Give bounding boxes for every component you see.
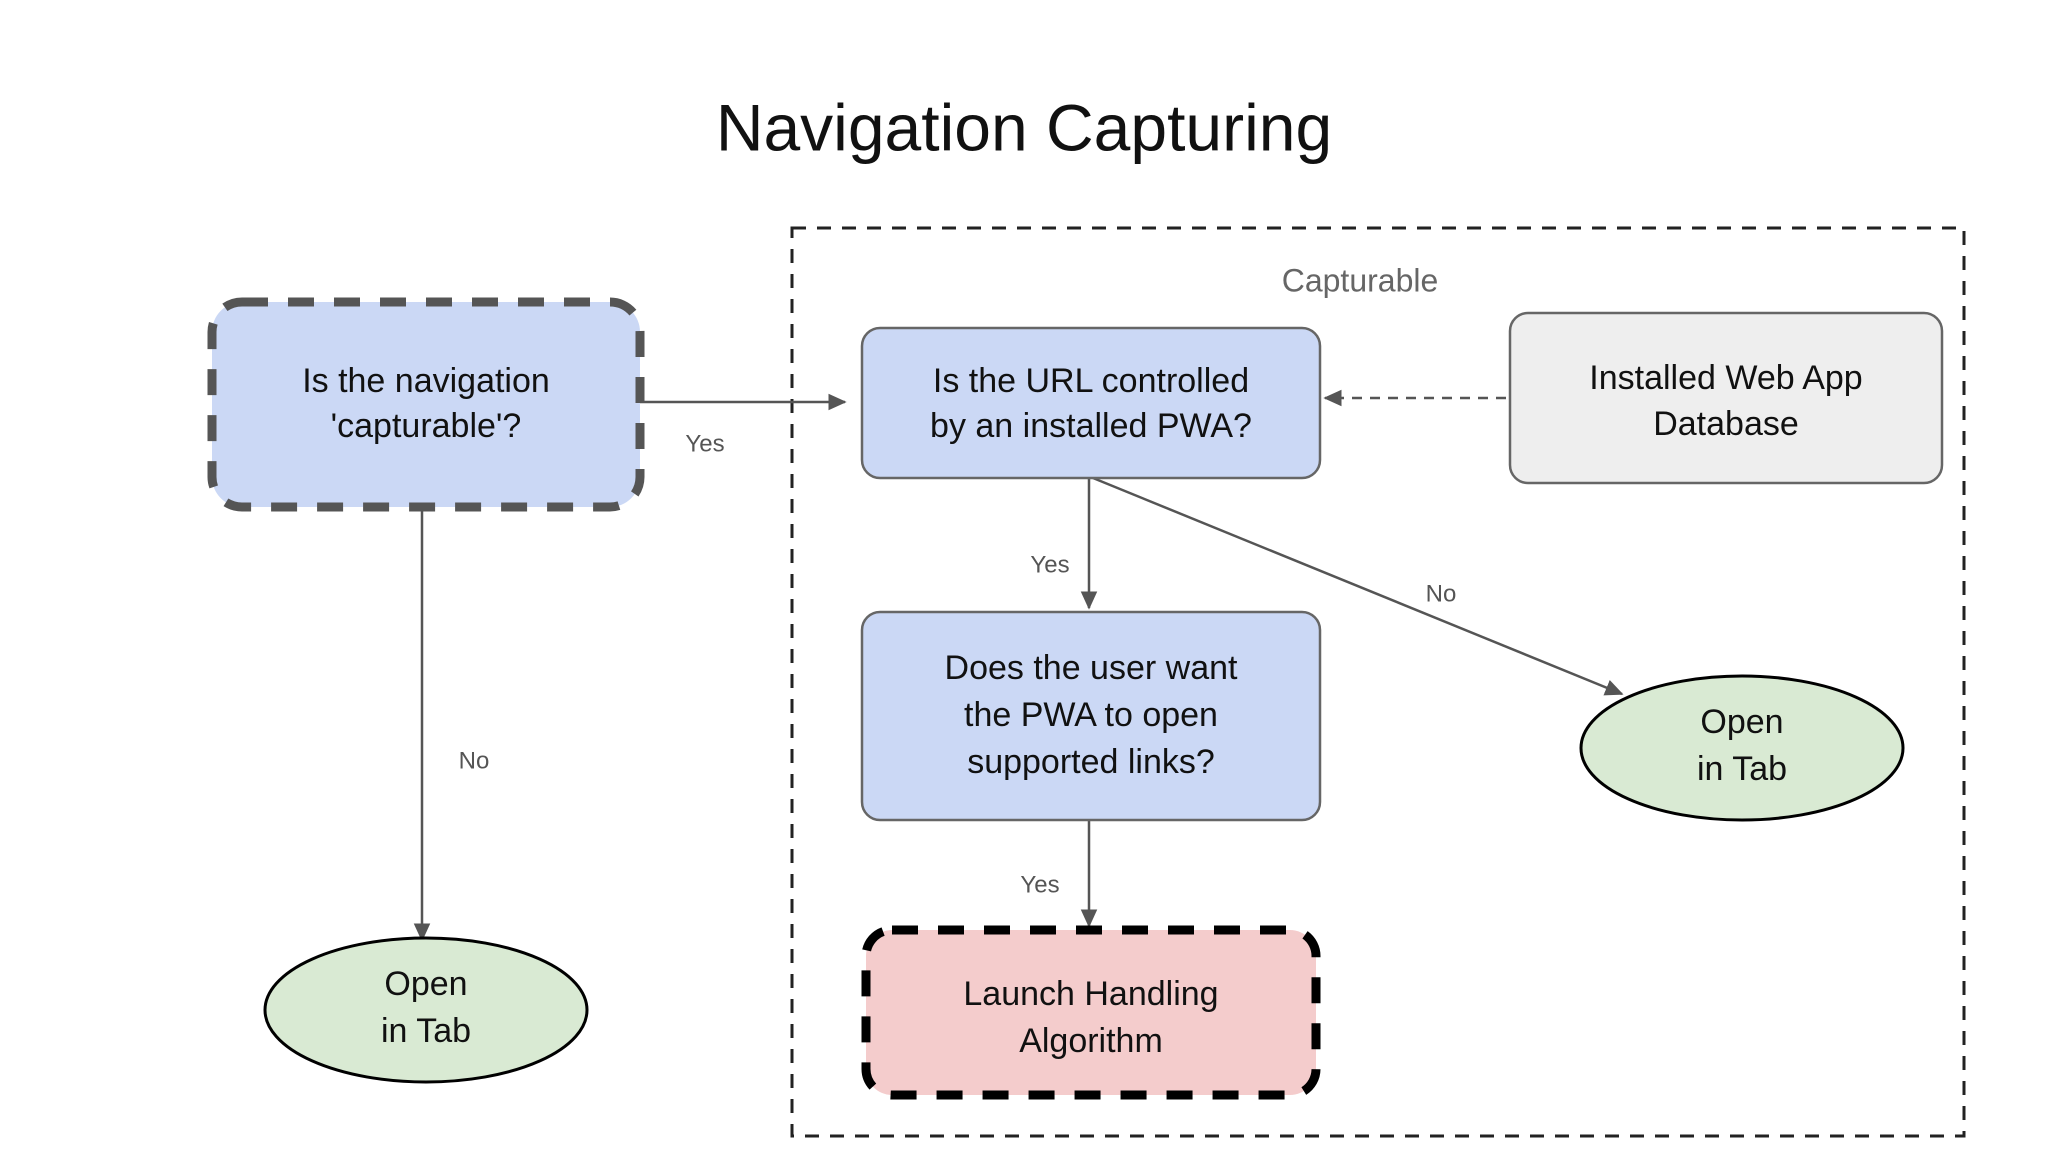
node-open-in-tab-left-line2: in Tab (381, 1012, 471, 1050)
node-is-url-controlled-by-pwa[interactable]: Is the URL controlled by an installed PW… (860, 326, 1322, 480)
edge-label-user-want-yes: Yes (1020, 871, 1059, 898)
node-is-url-controlled-by-pwa-line1: Is the URL controlled (933, 362, 1249, 400)
edge-url-no (1092, 476, 1624, 696)
edge-label-capturable-yes: Yes (685, 430, 724, 457)
node-is-navigation-capturable-shape[interactable] (207, 297, 645, 512)
node-open-in-tab-right[interactable]: Open in Tab (1579, 674, 1905, 822)
edge-label-url-yes: Yes (1030, 551, 1069, 578)
node-is-url-controlled-by-pwa-shape[interactable] (860, 326, 1322, 480)
node-is-navigation-capturable[interactable]: Is the navigation 'capturable'? (207, 297, 645, 512)
node-open-in-tab-left-line1: Open (384, 965, 467, 1003)
node-open-in-tab-right-shape[interactable] (1579, 674, 1905, 822)
node-installed-web-app-database[interactable]: Installed Web App Database (1508, 311, 1944, 485)
node-installed-web-app-database-line2: Database (1653, 405, 1799, 443)
node-open-in-tab-right-line2: in Tab (1697, 750, 1787, 788)
node-installed-web-app-database-shape[interactable] (1508, 311, 1944, 485)
node-open-in-tab-left[interactable]: Open in Tab (263, 936, 589, 1084)
node-does-user-want-pwa-open-links-line1: Does the user want (945, 649, 1238, 687)
edge-label-capturable-no: No (459, 747, 490, 774)
node-is-url-controlled-by-pwa-line2: by an installed PWA? (930, 407, 1252, 445)
node-is-navigation-capturable-line1: Is the navigation (302, 362, 550, 400)
node-open-in-tab-left-shape[interactable] (263, 936, 589, 1084)
edge-label-url-no: No (1426, 580, 1457, 607)
node-launch-handling-algorithm-line2: Algorithm (1019, 1022, 1163, 1060)
node-launch-handling-algorithm-line1: Launch Handling (963, 975, 1218, 1013)
node-installed-web-app-database-line1: Installed Web App (1589, 359, 1862, 397)
diagram-title: Navigation Capturing (716, 90, 1332, 164)
node-launch-handling-algorithm-shape[interactable] (861, 925, 1321, 1100)
node-is-navigation-capturable-line2: 'capturable'? (331, 407, 522, 445)
node-does-user-want-pwa-open-links[interactable]: Does the user want the PWA to open suppo… (860, 610, 1322, 822)
node-open-in-tab-right-line1: Open (1700, 703, 1783, 741)
capturable-group-label: Capturable (1282, 262, 1439, 298)
node-launch-handling-algorithm[interactable]: Launch Handling Algorithm (861, 925, 1321, 1100)
node-does-user-want-pwa-open-links-line3: supported links? (967, 743, 1215, 781)
node-does-user-want-pwa-open-links-line2: the PWA to open (964, 696, 1218, 734)
capturable-group-boundary (790, 226, 1966, 1138)
node-does-user-want-pwa-open-links-shape[interactable] (860, 610, 1322, 822)
